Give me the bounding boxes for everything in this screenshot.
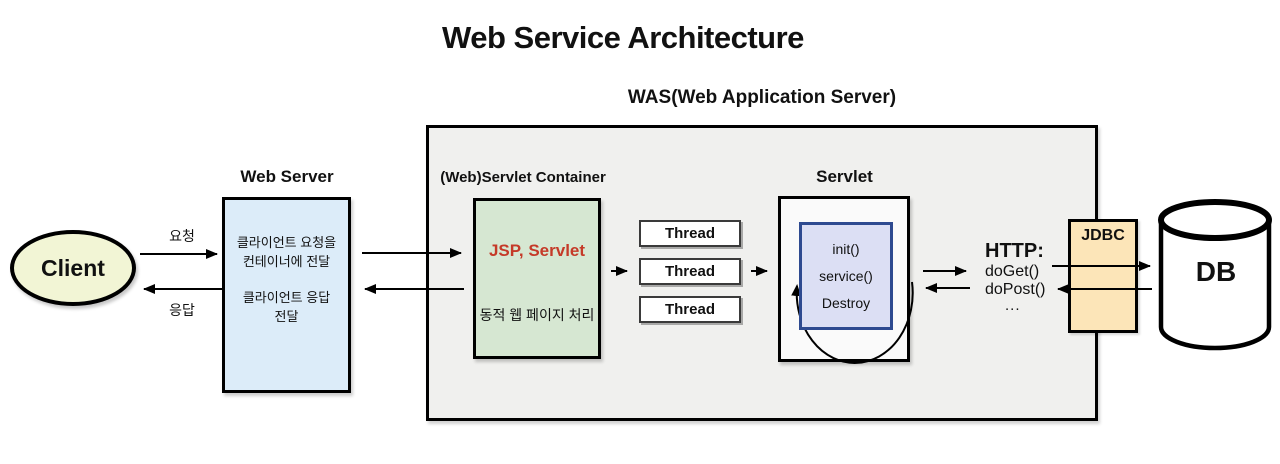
- servlet-label: Servlet: [816, 167, 873, 186]
- doget-label: doGet(): [985, 263, 1040, 280]
- init-method: init(): [832, 241, 860, 257]
- destroy-method: Destroy: [821, 295, 871, 311]
- db-label: DB: [1195, 256, 1237, 287]
- service-method: service(): [819, 268, 873, 284]
- thread-box-3: Thread: [639, 296, 741, 323]
- servlet-container-box: JSP, Servlet 동적 웹 페이지 처리: [473, 198, 601, 359]
- request-label: 요청: [169, 228, 195, 244]
- http-label: HTTP:: [985, 240, 1044, 262]
- thread-label: Thread: [664, 301, 715, 318]
- dopost-label: doPost(): [985, 281, 1046, 298]
- thread-box-2: Thread: [639, 258, 741, 285]
- thread-box-1: Thread: [639, 220, 741, 247]
- client-label: Client: [41, 254, 105, 281]
- client-node: Client: [10, 230, 136, 306]
- jdbc-box: JDBC: [1068, 219, 1138, 333]
- thread-label: Thread: [664, 263, 715, 280]
- servlet-lifecycle-box: init() service() Destroy: [799, 222, 893, 330]
- web-server-text-response: 클라이언트 응답 전달: [242, 290, 331, 324]
- was-label: WAS(Web Application Server): [627, 87, 897, 108]
- servlet-container-label: (Web)Servlet Container: [440, 169, 606, 186]
- http-methods-block: HTTP: doGet() doPost() ...: [985, 240, 1046, 314]
- response-label: 응답: [169, 302, 195, 318]
- web-server-text-request: 클라이언트 요청을 컨테이너에 전달: [236, 235, 337, 269]
- database-cylinder-icon: [1158, 199, 1272, 351]
- web-server-box: 클라이언트 요청을 컨테이너에 전달 클라이언트 응답 전달: [222, 197, 351, 393]
- dynamic-page-text: 동적 웹 페이지 처리: [479, 307, 595, 323]
- thread-label: Thread: [664, 225, 715, 242]
- jdbc-label: JDBC: [1081, 227, 1125, 244]
- page-title: Web Service Architecture: [442, 20, 804, 55]
- jsp-servlet-text: JSP, Servlet: [488, 241, 586, 260]
- web-server-label: Web Server: [240, 167, 334, 186]
- ellipsis-label: ...: [1005, 297, 1021, 314]
